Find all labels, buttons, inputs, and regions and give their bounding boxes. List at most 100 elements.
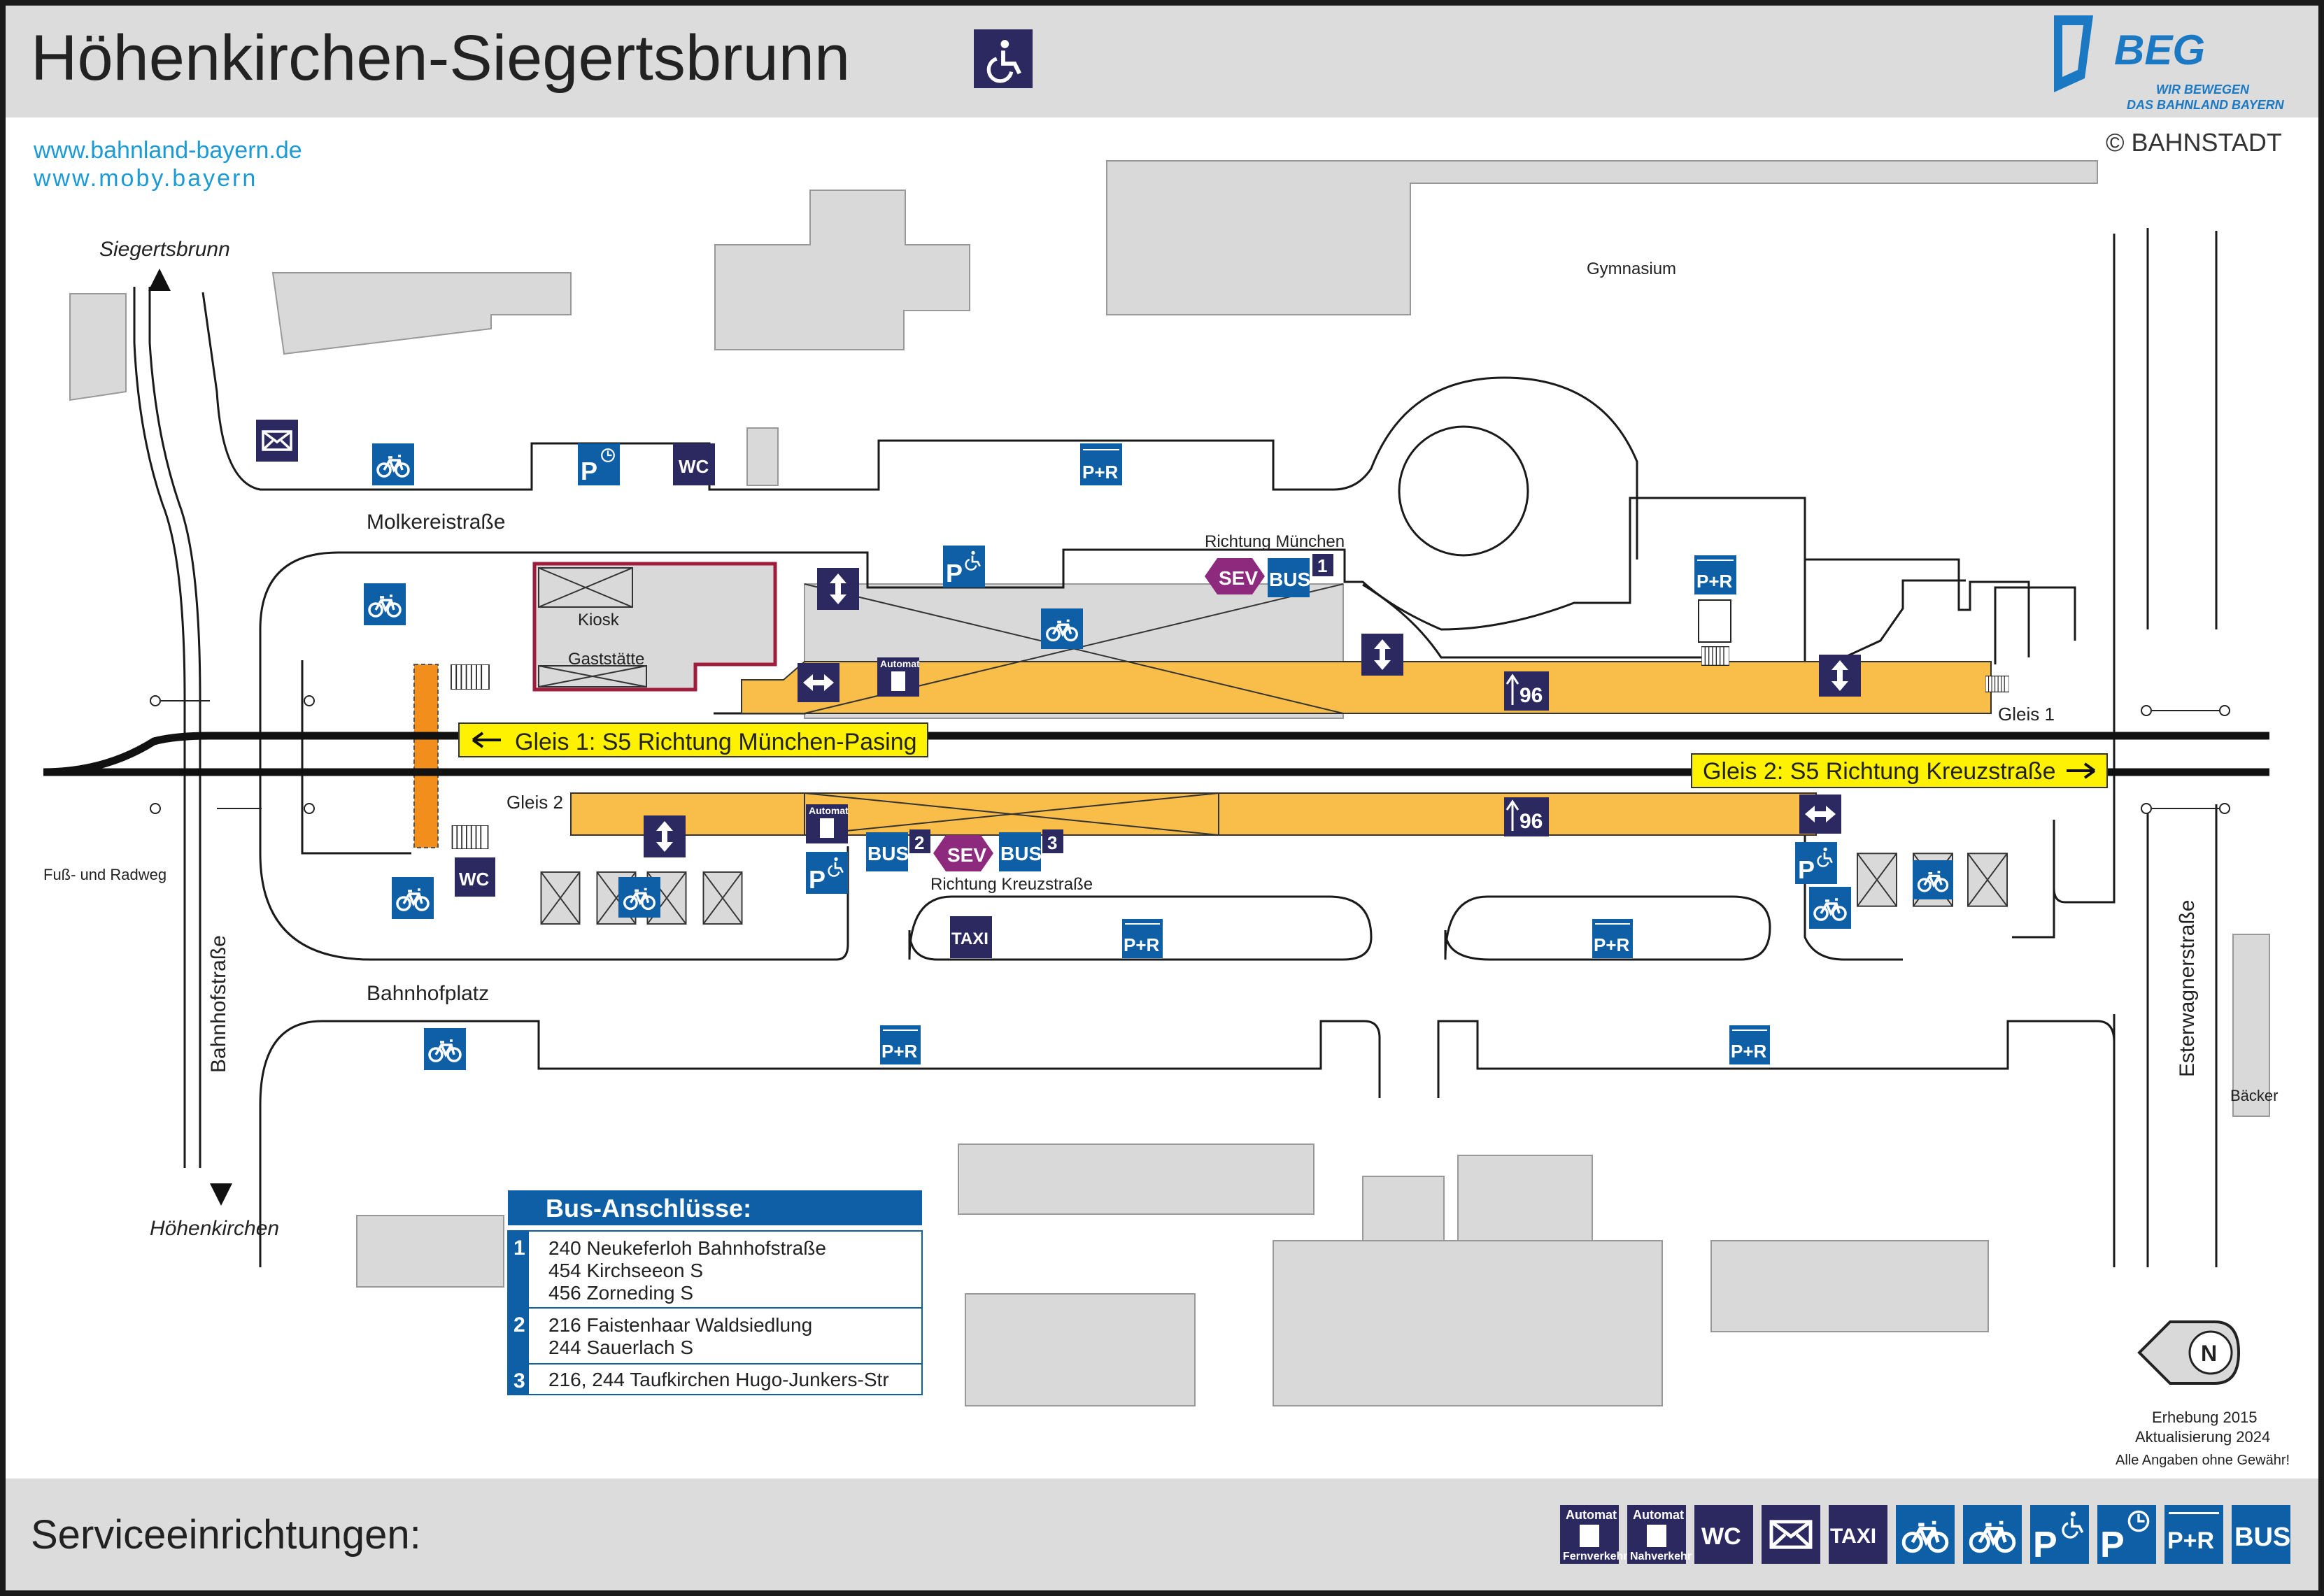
north-east-sweep bbox=[1362, 583, 1729, 671]
lift-icon bbox=[1819, 655, 1861, 697]
link-moby-bayern[interactable]: www.moby.bayern bbox=[33, 165, 257, 192]
svg-text:P: P bbox=[809, 865, 826, 894]
svg-text:N: N bbox=[2201, 1341, 2217, 1366]
compass-icon: N bbox=[2137, 1320, 2241, 1385]
info-aktualisierung: Aktualisierung 2024 bbox=[2135, 1428, 2270, 1446]
legend-bike-icon bbox=[1963, 1505, 2022, 1564]
place-baecker: Bäcker bbox=[2230, 1087, 2278, 1104]
direction-hoehenkirchen: Höhenkirchen bbox=[150, 1217, 279, 1240]
ramp-icon bbox=[798, 663, 839, 702]
svg-text:2: 2 bbox=[914, 832, 924, 853]
bus-stop-3-icon: BUS 3 bbox=[999, 829, 1063, 871]
legend-short-parking: P bbox=[2097, 1505, 2156, 1565]
legend-bus: BUS bbox=[2232, 1505, 2290, 1564]
svg-text:3: 3 bbox=[513, 1369, 525, 1392]
building-baecker bbox=[2232, 934, 2270, 1117]
kiosk-crossbox bbox=[538, 567, 647, 687]
header-bar bbox=[6, 6, 2318, 117]
wc-icon: WC bbox=[673, 443, 715, 485]
street-esterwagnerstrasse: Esterwagnerstraße bbox=[2176, 900, 2199, 1077]
sev-stop-icon: SEV bbox=[1205, 558, 1265, 594]
platform-height-2-value: 96 bbox=[1519, 810, 1543, 833]
bike-box-icon bbox=[1041, 608, 1083, 649]
park-ride-icon: P+R bbox=[1592, 919, 1633, 958]
park-ride-icon: P+R bbox=[880, 1025, 921, 1064]
legend-park-ride: P+R bbox=[2164, 1505, 2223, 1564]
legend-taxi: TAXI bbox=[1829, 1505, 1887, 1564]
street-molkereistrasse: Molkereistraße bbox=[367, 511, 505, 534]
gleis-2-label: Gleis 2 bbox=[506, 792, 563, 813]
sign-gleis-2-text: Gleis 2: S5 Richtung Kreuzstraße bbox=[1703, 758, 2056, 785]
svg-text:P: P bbox=[581, 457, 597, 485]
bus-connections-title: Bus-Anschlüsse: bbox=[546, 1194, 751, 1223]
road-outlines bbox=[133, 228, 2218, 1267]
svg-text:456 Zorneding S: 456 Zorneding S bbox=[548, 1282, 693, 1304]
north-road-complex bbox=[866, 497, 2030, 657]
building-gymnasium bbox=[1106, 160, 2098, 315]
bahnhofstrasse-edge-1 bbox=[133, 287, 186, 1168]
svg-text:P+R: P+R bbox=[1124, 934, 1160, 955]
molkereistrasse-north-edge bbox=[201, 292, 1638, 560]
legend-wc: WC bbox=[1694, 1505, 1753, 1564]
svg-text:P+R: P+R bbox=[1731, 1041, 1767, 1062]
building-south-6 bbox=[1710, 1240, 1989, 1332]
svg-text:WC: WC bbox=[679, 456, 709, 477]
wc-building bbox=[746, 427, 779, 486]
ticket-machine-icon: Automat bbox=[877, 657, 920, 697]
ticket-machine-icon: Automat bbox=[806, 804, 849, 843]
bahnhofplatz-edge bbox=[259, 1020, 1381, 1106]
disabled-parking-icon: P bbox=[1795, 842, 1837, 884]
ramp-icon bbox=[1799, 795, 1841, 834]
svg-text:SEV: SEV bbox=[947, 844, 986, 866]
park-ride-icon: P+R bbox=[1080, 443, 1122, 485]
svg-text:Nahverkehr: Nahverkehr bbox=[1630, 1551, 1692, 1562]
east-building-outline bbox=[1994, 586, 2076, 664]
roundabout-island bbox=[1398, 425, 1529, 557]
legend-disabled-parking: P bbox=[2030, 1505, 2089, 1565]
svg-text:1: 1 bbox=[513, 1237, 525, 1260]
taxi-icon: TAXI bbox=[950, 916, 992, 958]
accessibility-icon bbox=[974, 29, 1033, 88]
stairs-3 bbox=[1985, 675, 2009, 693]
legend-post-icon bbox=[1762, 1505, 1820, 1564]
svg-text:BUS: BUS bbox=[1000, 843, 1042, 864]
station-inner-loop-west bbox=[301, 660, 411, 855]
svg-text:P: P bbox=[1798, 855, 1815, 884]
link-bahnland-bayern[interactable]: www.bahnland-bayern.de bbox=[33, 137, 302, 164]
bike-parking-icon bbox=[372, 443, 414, 485]
street-fuss-radweg: Fuß- und Radweg bbox=[43, 866, 166, 883]
building-north bbox=[714, 190, 970, 350]
svg-text:TAXI: TAXI bbox=[951, 929, 989, 948]
north-arrow-icon bbox=[148, 269, 171, 291]
bike-parking-icon bbox=[364, 583, 406, 625]
building-south-2 bbox=[1362, 1176, 1445, 1247]
sign-gleis-1: Gleis 1: S5 Richtung München-Pasing bbox=[458, 722, 928, 757]
bahnhofstrasse-edge-2 bbox=[148, 287, 201, 1168]
footer-title: Serviceeinrichtungen: bbox=[31, 1512, 421, 1558]
legend: Automat Fernverkehr Automat Nahverkehr W… bbox=[1560, 1505, 2290, 1565]
bike-boxes-west bbox=[540, 871, 743, 925]
svg-text:Automat: Automat bbox=[1633, 1508, 1684, 1522]
lift-icon bbox=[817, 568, 859, 610]
bike-parking-icon bbox=[424, 1028, 466, 1070]
svg-text:WC: WC bbox=[1701, 1523, 1741, 1550]
svg-text:P: P bbox=[946, 559, 963, 587]
bus-row-1: 1 240 Neukeferloh Bahnhofstraße 454 Kirc… bbox=[513, 1237, 826, 1304]
svg-text:BUS: BUS bbox=[867, 843, 909, 864]
svg-text:2: 2 bbox=[513, 1313, 525, 1337]
gaststaette-label: Gaststätte bbox=[568, 650, 644, 669]
info-disclaimer: Alle Angaben ohne Gewähr! bbox=[2116, 1453, 2290, 1468]
wc-icon: WC bbox=[455, 857, 495, 897]
svg-text:P+R: P+R bbox=[1082, 462, 1119, 483]
beg-tagline-1: WIR BEWEGEN bbox=[2156, 83, 2250, 97]
svg-text:P: P bbox=[2100, 1525, 2125, 1565]
station-title: Höhenkirchen-Siegertsbrunn bbox=[31, 22, 850, 94]
kiosk-label: Kiosk bbox=[578, 611, 620, 629]
direction-muenchen-label: Richtung München bbox=[1205, 532, 1345, 551]
bus-island-1 bbox=[908, 895, 1373, 961]
info-erhebung: Erhebung 2015 bbox=[2152, 1409, 2257, 1426]
short-parking-icon: P bbox=[578, 443, 620, 485]
post-icon bbox=[256, 420, 298, 462]
